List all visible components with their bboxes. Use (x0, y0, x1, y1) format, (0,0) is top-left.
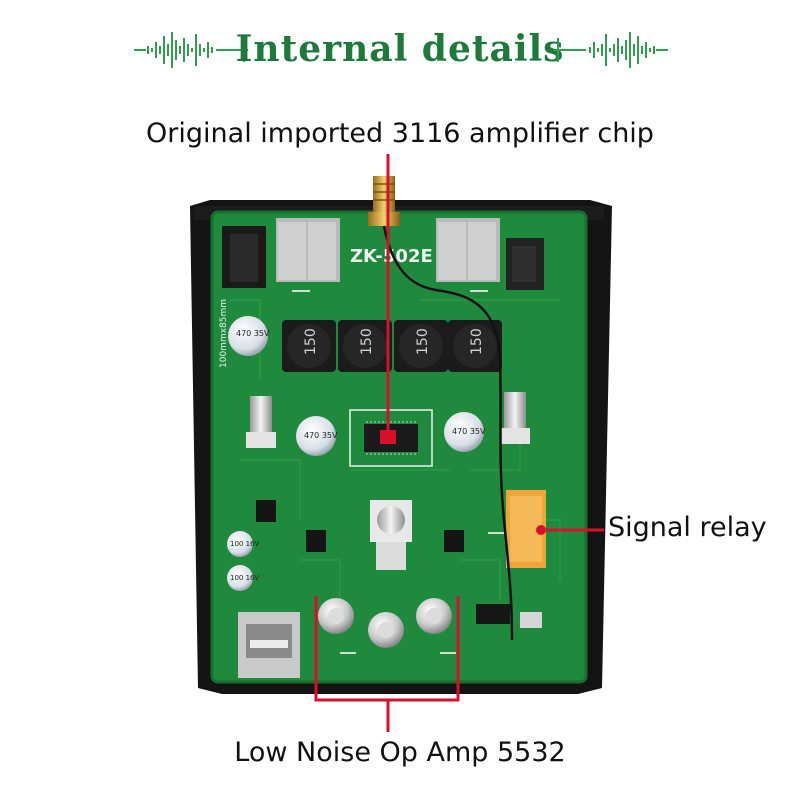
svg-text:150: 150 (415, 328, 431, 355)
svg-text:470 35V: 470 35V (304, 431, 338, 440)
svg-text:150: 150 (359, 328, 375, 355)
svg-text:100 16V: 100 16V (230, 574, 259, 582)
right-waveform-icon (554, 32, 668, 68)
inductor: 150 (394, 320, 448, 372)
bottom-capacitors (318, 598, 452, 648)
inductor: 150 (338, 320, 392, 372)
inductors: 150 150 150 150 (282, 320, 502, 372)
header-title: Internal details (235, 28, 565, 70)
callout-signal-relay: Signal relay (608, 512, 767, 543)
potentiometers (246, 392, 530, 570)
left-waveform-icon (134, 32, 248, 68)
callout-op-amp: Low Noise Op Amp 5532 (234, 737, 566, 768)
board-edge-label: 100mmx85mm (219, 299, 229, 368)
svg-text:100 16V: 100 16V (230, 540, 259, 548)
svg-text:150: 150 (469, 328, 485, 355)
usb-port (238, 612, 300, 678)
large-capacitors: 470 35V 470 35V 470 35V (228, 316, 486, 456)
capacitor-large: 470 35V (296, 416, 338, 456)
board-model-label: ZK-502E (350, 246, 433, 267)
capacitor-small: 100 16V (227, 565, 259, 591)
svg-text:470 35V: 470 35V (236, 329, 270, 338)
callout-points (380, 430, 546, 535)
op-amp-chips (256, 500, 464, 552)
capacitor-large: 470 35V (228, 316, 270, 356)
small-capacitors: 100 16V 100 16V (227, 531, 259, 591)
callout-amplifier-chip: Original imported 3116 amplifier chip (146, 118, 654, 149)
callout-markers (314, 154, 604, 732)
svg-text:150: 150 (303, 328, 319, 355)
svg-text:470 35V: 470 35V (452, 427, 486, 436)
inductor: 150 (282, 320, 336, 372)
speaker-terminals (276, 218, 500, 282)
capacitor-large: 470 35V (444, 412, 486, 452)
inductor: 150 (448, 320, 502, 372)
capacitor-small: 100 16V (227, 531, 259, 557)
